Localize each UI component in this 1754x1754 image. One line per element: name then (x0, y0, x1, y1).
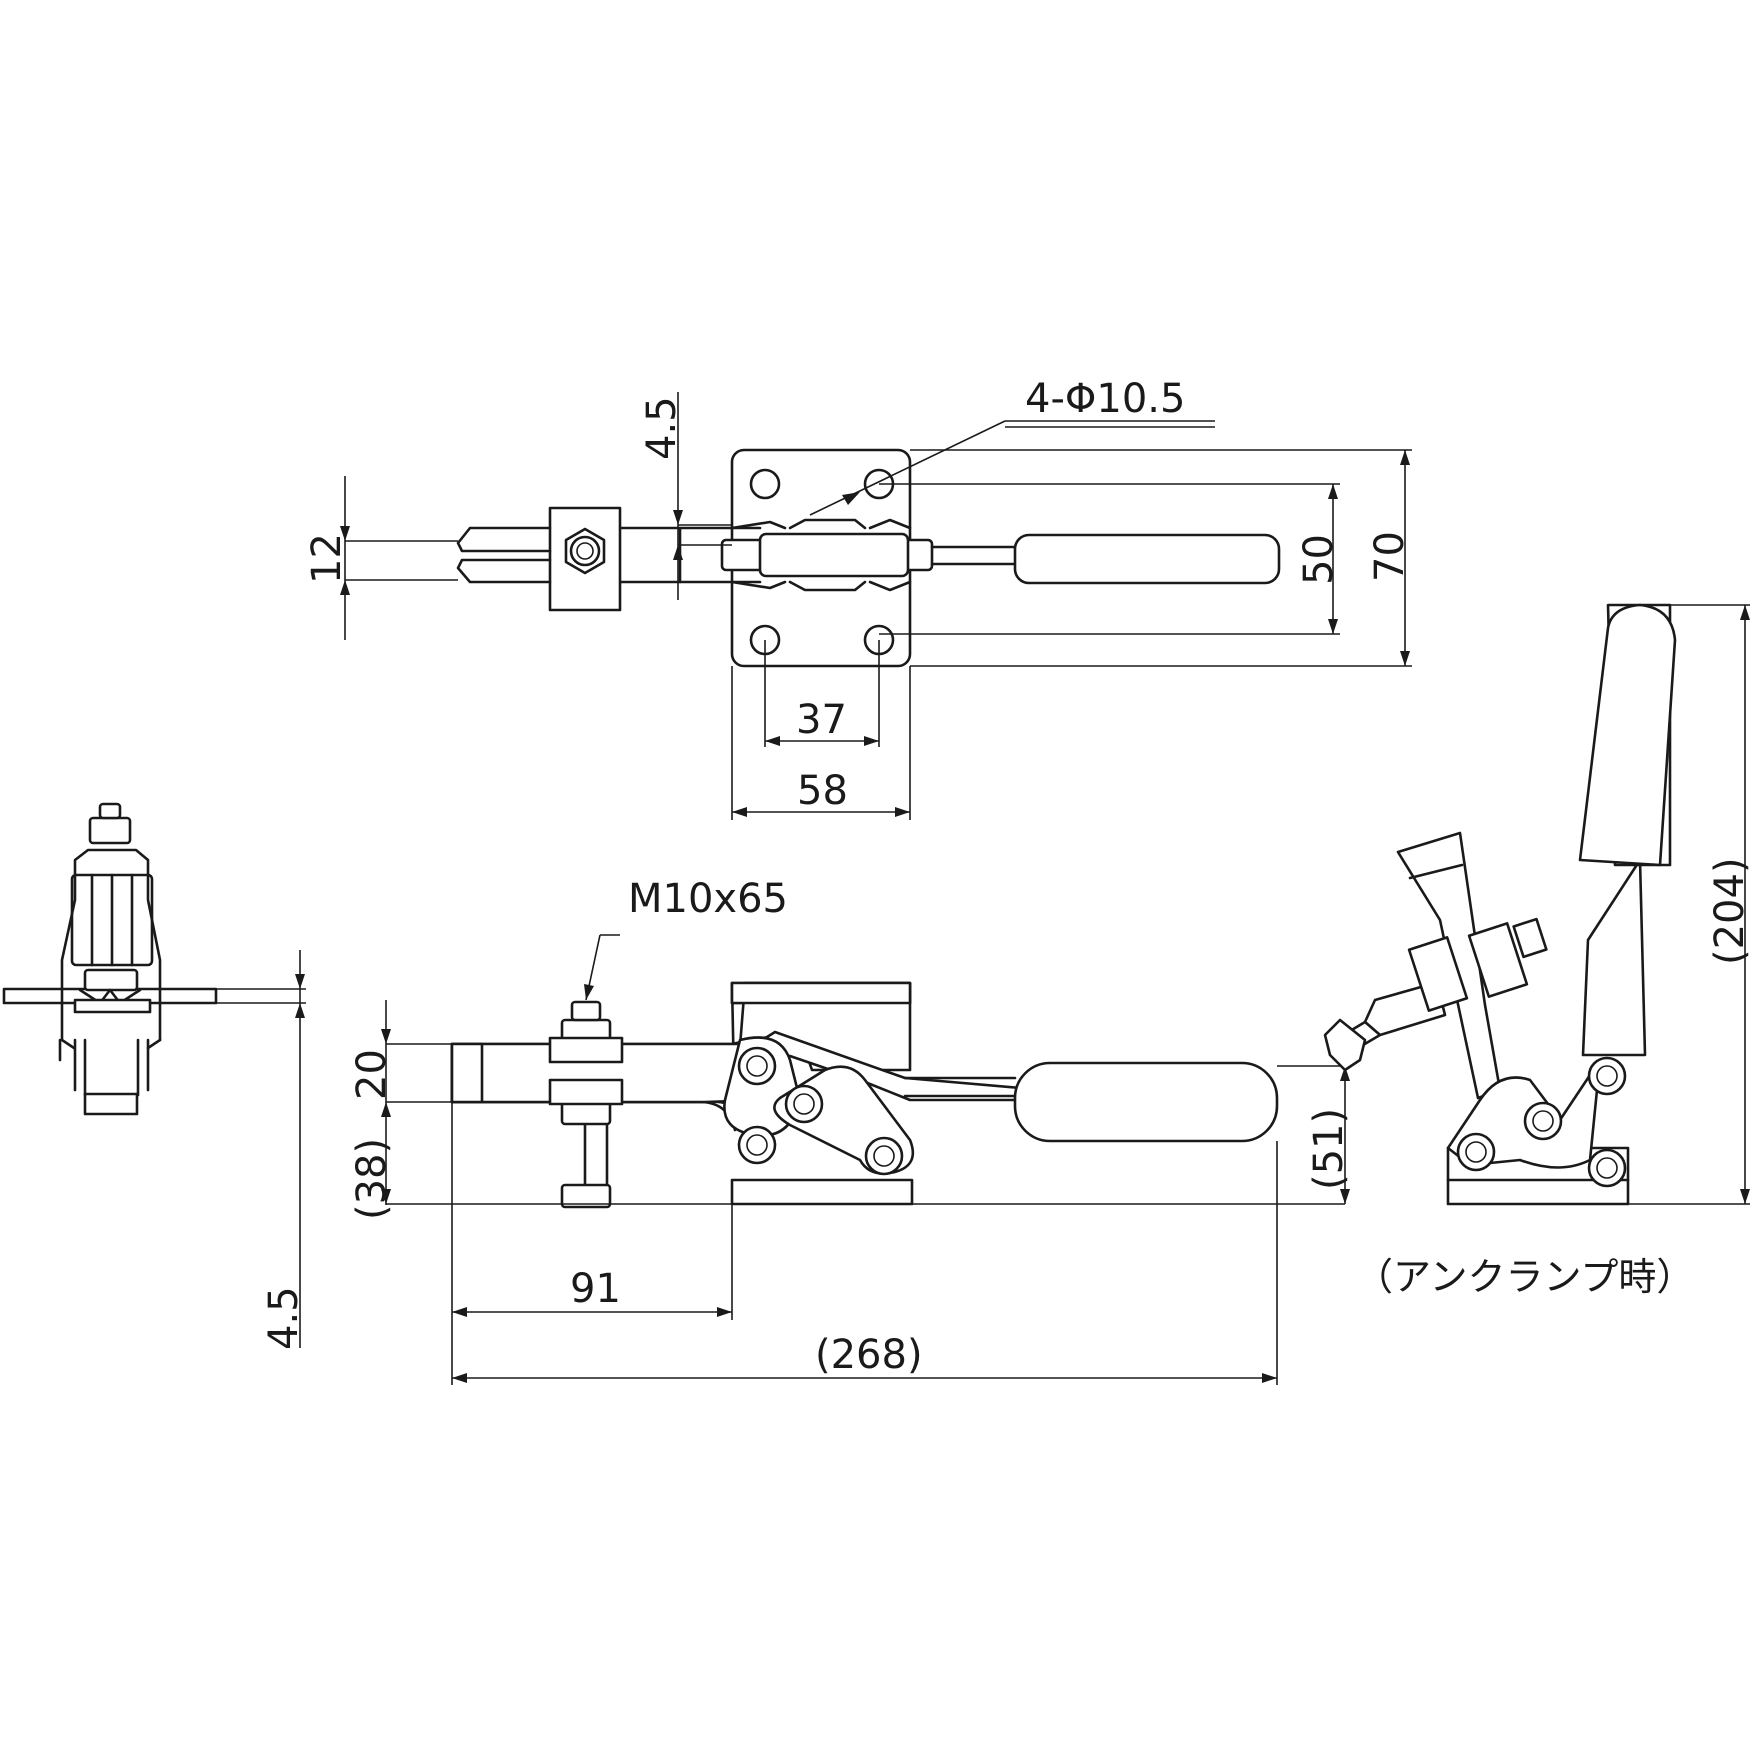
unclamped-caption: （アンクランプ時） (1355, 1255, 1694, 1299)
side-view-clamped (450, 981, 1279, 1209)
dim-handle-height: (51) (1306, 1108, 1352, 1190)
pivot-pin (1523, 1101, 1563, 1141)
dim-overall-height: (38) (349, 1138, 395, 1220)
dim-unclamped-height: (204) (1707, 857, 1753, 965)
dim-clamp-height: 20 (349, 1049, 395, 1100)
side-view-body (730, 1178, 914, 1206)
pivot-pin (737, 1125, 777, 1165)
dim-plate-thickness-top: 4.5 (639, 396, 685, 460)
dim-hole-pitch-horizontal: 37 (796, 697, 847, 743)
end-view-dimensions: 4.5 (216, 950, 307, 1350)
pivot-pin (1587, 1148, 1627, 1188)
dim-hole-pitch-vertical: 50 (1296, 534, 1342, 585)
pivot-pin (737, 1046, 777, 1086)
dim-bolt-spec: M10x65 (628, 876, 788, 922)
plan-view-dimensions: 4.5 12 4-Φ10.5 50 70 37 (304, 376, 1413, 820)
dim-plate-width: 58 (797, 768, 848, 814)
dim-plate-thickness-side: 4.5 (261, 1286, 307, 1350)
plan-view (456, 448, 1281, 668)
dim-plate-height: 70 (1367, 531, 1413, 582)
pivot-pin (1587, 1056, 1627, 1096)
dim-hole-spec: 4-Φ10.5 (1025, 376, 1185, 422)
mounting-hole (749, 468, 781, 500)
end-view (2, 802, 218, 1116)
pivot-pin (1456, 1132, 1496, 1172)
side-view-dimensions: 20 (38) (51) M10x65 91 (268) (349, 876, 1352, 1385)
dim-spindle-height: 12 (304, 533, 350, 584)
pivot-pin (864, 1136, 904, 1176)
pivot-pin (784, 1084, 824, 1124)
dim-spindle-offset: 91 (570, 1266, 621, 1312)
unclamped-dimensions: (204) （アンクランプ時） (1355, 604, 1753, 1299)
dim-overall-length: (268) (815, 1332, 923, 1378)
unclamped-view (1323, 603, 1677, 1206)
